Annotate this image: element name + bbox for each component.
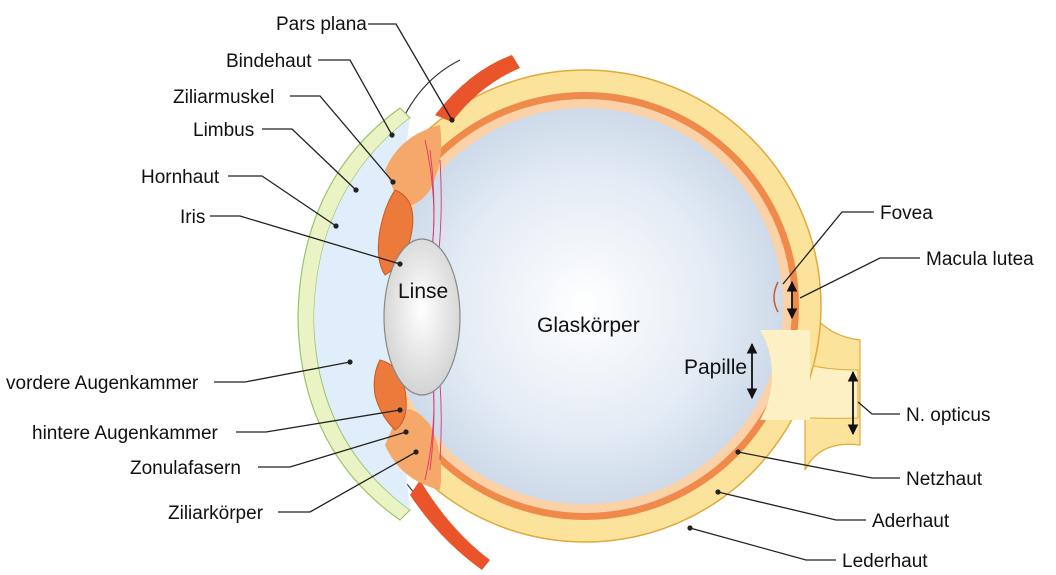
label-glaskoerper: Glaskörper <box>537 314 640 337</box>
label-papille: Papille <box>684 356 747 379</box>
label-pars-plana: Pars plana <box>276 14 367 35</box>
label-n-opticus: N. opticus <box>906 405 990 426</box>
label-limbus: Limbus <box>193 120 254 141</box>
label-vordere-augenkammer: vordere Augenkammer <box>6 373 199 394</box>
label-linse: Linse <box>398 280 448 303</box>
label-hintere-augenkammer: hintere Augenkammer <box>32 423 219 444</box>
label-hornhaut: Hornhaut <box>141 167 220 188</box>
label-iris: Iris <box>180 207 205 228</box>
label-ziliarmuskel: Ziliarmuskel <box>173 87 274 108</box>
label-netzhaut: Netzhaut <box>906 469 983 490</box>
label-ziliarkoerper: Ziliarkörper <box>168 503 264 524</box>
label-macula-lutea: Macula lutea <box>926 249 1034 270</box>
label-bindehaut: Bindehaut <box>226 51 312 72</box>
label-lederhaut: Lederhaut <box>842 551 928 572</box>
label-fovea: Fovea <box>880 203 933 224</box>
label-aderhaut: Aderhaut <box>872 511 950 532</box>
label-zonulafasern: Zonulafasern <box>130 458 241 479</box>
